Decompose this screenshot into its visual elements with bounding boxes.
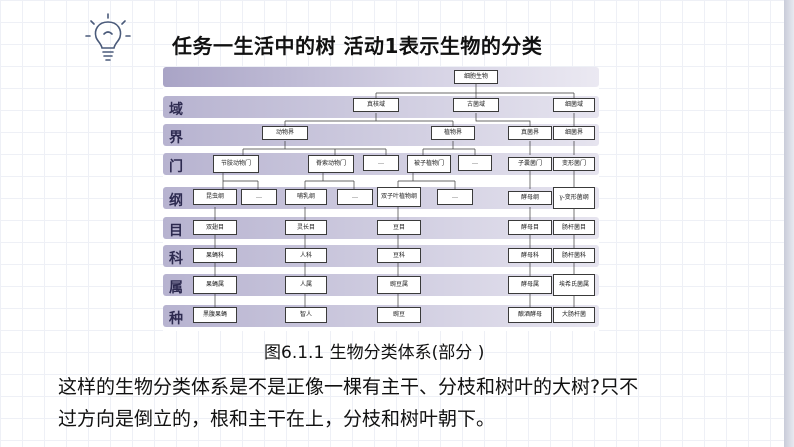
node-species-fruit-fly: 黑腹果蝇 xyxy=(193,307,237,323)
node-species-ecoli: 大肠杆菌 xyxy=(553,307,595,323)
node-kingdom-animalia: 动物界 xyxy=(262,126,308,140)
node-class-more-plants: … xyxy=(437,189,473,205)
node-phylum-proteobacteria: 变形菌门 xyxy=(553,157,595,171)
lightbulb-icon xyxy=(85,13,131,61)
node-class-dicots: 双子叶植物纲 xyxy=(377,187,421,207)
rank-domain: 域 xyxy=(169,102,183,118)
node-order-saccharomycetales: 酵母目 xyxy=(508,220,552,235)
node-phylum-chordata: 脊索动物门 xyxy=(308,155,354,173)
node-family-enterobacteriaceae: 肠杆菌科 xyxy=(553,248,595,263)
rank-order: 目 xyxy=(169,223,183,239)
node-class-more-arthropods: … xyxy=(241,189,277,205)
node-order-enterobacterales: 肠杆菌目 xyxy=(553,220,595,235)
node-kingdom-bacteria: 细菌界 xyxy=(553,126,595,140)
node-kingdom-plantae: 植物界 xyxy=(431,126,475,140)
node-genus-escherichia: 埃希氏菌属 xyxy=(553,274,595,296)
body-paragraph: 这样的生物分类体系是不是正像一棵有主干、分枝和树叶的大树?只不 过方向是倒立的，… xyxy=(58,371,758,435)
node-domain-archaea: 古菌域 xyxy=(453,98,499,112)
rank-genus: 属 xyxy=(169,280,183,296)
paragraph-line-1: 这样的生物分类体系是不是正像一棵有主干、分枝和树叶的大树?只不 xyxy=(58,376,639,398)
tree-connectors xyxy=(214,82,575,307)
node-class-more-chordates: … xyxy=(337,189,373,205)
classification-diagram: 域 界 门 纲 目 科 属 种 xyxy=(163,67,599,331)
node-phylum-angiosperms: 被子植物门 xyxy=(407,155,451,173)
node-class-saccharomycetes: 酵母纲 xyxy=(508,191,552,205)
node-genus-pisum: 豌豆属 xyxy=(377,276,421,294)
node-class-mammalia: 哺乳纲 xyxy=(285,189,327,205)
node-phylum-more-plants: … xyxy=(458,155,492,171)
node-kingdom-fungi: 真菌界 xyxy=(508,126,552,140)
rank-phylum: 门 xyxy=(169,159,183,175)
node-order-primates: 灵长目 xyxy=(285,220,327,235)
node-domain-bacteria: 细菌域 xyxy=(553,98,595,112)
node-class-gammaproteobacteria: γ-变形菌纲 xyxy=(553,187,595,209)
node-family-drosophilidae: 果蝇科 xyxy=(193,248,237,263)
node-phylum-ascomycota: 子囊菌门 xyxy=(508,157,552,171)
node-species-yeast: 酿酒酵母 xyxy=(508,307,552,323)
node-phylum-more-animals: … xyxy=(363,155,399,171)
figure-caption: 图6.1.1 生物分类体系(部分 ) xyxy=(264,343,485,363)
node-genus-drosophila: 果蝇属 xyxy=(193,276,237,294)
node-family-hominidae: 人科 xyxy=(285,248,327,263)
rank-family: 科 xyxy=(169,251,183,267)
node-order-fabales: 豆目 xyxy=(377,220,421,235)
rank-species: 种 xyxy=(169,311,183,327)
node-family-saccharomycetaceae: 酵母科 xyxy=(508,248,552,263)
node-order-diptera: 双翅目 xyxy=(193,220,237,235)
node-phylum-arthropoda: 节肢动物门 xyxy=(213,155,259,173)
node-genus-homo: 人属 xyxy=(285,276,327,294)
node-genus-saccharomyces: 酵母属 xyxy=(508,276,552,294)
node-domain-eukaryota: 真核域 xyxy=(353,98,399,112)
paragraph-line-2: 过方向是倒立的，根和主干在上，分枝和树叶朝下。 xyxy=(58,408,496,430)
node-species-human: 智人 xyxy=(285,307,327,323)
slide-title: 任务一生活中的树 活动1表示生物的分类 xyxy=(172,34,543,58)
node-family-fabaceae: 豆科 xyxy=(377,248,421,263)
node-root: 细胞生物 xyxy=(454,70,498,84)
rank-class: 纲 xyxy=(169,193,183,209)
right-edge-bar xyxy=(784,0,794,447)
rank-kingdom: 界 xyxy=(169,130,183,146)
node-class-insecta: 昆虫纲 xyxy=(193,189,237,205)
node-species-pea: 豌豆 xyxy=(377,307,421,323)
